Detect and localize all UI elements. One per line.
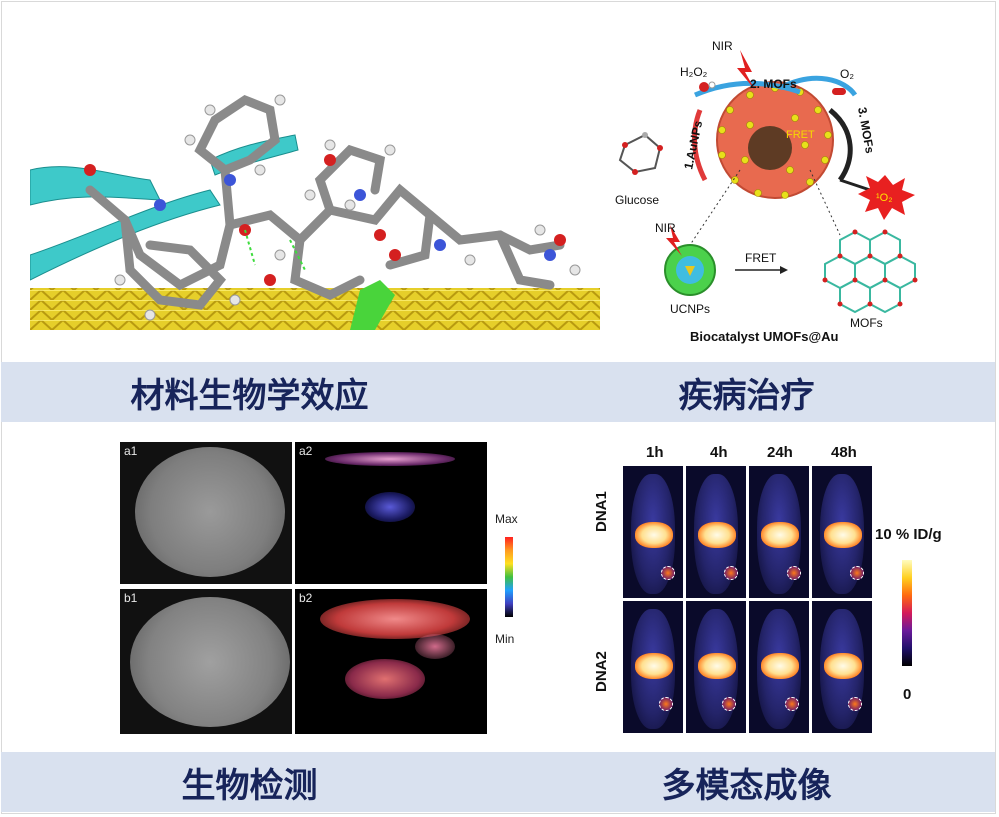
pet-image-tile <box>623 466 683 598</box>
mofs-label: MOFs <box>850 316 883 330</box>
ucnps-label: UCNPs <box>670 302 710 316</box>
banner-materials-bio-effect: 材料生物学效应 <box>1 362 498 422</box>
mofs-step3-label: 3. MOFs <box>855 106 877 155</box>
pet-tumor-marker <box>722 697 736 711</box>
tile-label-b1: b1 <box>124 591 138 605</box>
section-title-multimodal-imaging: 多模态成像 <box>661 765 832 806</box>
pet-image-tile <box>749 466 809 598</box>
pet-scale-min: 0 <box>903 686 912 703</box>
pet-tumor-marker <box>787 566 801 580</box>
tile-label-b2: b2 <box>299 591 313 605</box>
pet-tumor-marker <box>785 697 799 711</box>
umofs-au-diagram: NIR H₂O₂ 2. MOFs O₂ 1.AuNPs FRET 3. MOFs… <box>615 39 918 344</box>
ultrasound-tile-b1: b1 <box>120 589 292 734</box>
singlet-oxygen-label: ¹O₂ <box>876 192 893 204</box>
tile-label-a2: a2 <box>299 444 313 458</box>
molecular-model-panel <box>30 40 600 330</box>
ultrasound-tile-a1: a1 <box>120 442 292 584</box>
pet-tumor-marker <box>659 697 673 711</box>
pet-image-tile <box>686 466 746 598</box>
section-title-materials-bio-effect: 材料生物学效应 <box>130 375 369 416</box>
pet-row-label-dna1: DNA1 <box>595 491 610 532</box>
ultrasound-panel: a1 a2 b1 b2 Max Min <box>120 442 540 737</box>
pet-imaging-panel: DNA1 DNA2 1h 4h 24h 48h 10 % ID/g 0 <box>595 442 990 742</box>
pet-timepoint-1h: 1h <box>646 444 664 461</box>
pet-tumor-marker <box>724 566 738 580</box>
o2-label: O₂ <box>840 67 854 81</box>
banner-bio-detection: 生物检测 <box>1 752 498 812</box>
pet-tumor-marker <box>848 697 862 711</box>
banner-disease-therapy: 疾病治疗 <box>498 362 995 422</box>
pet-image-tile <box>686 601 746 733</box>
nir-left-label: NIR <box>655 221 676 235</box>
ultrasound-color-scale <box>505 537 513 617</box>
nir-top-label: NIR <box>712 39 733 53</box>
glucose-label: Glucose <box>615 193 659 207</box>
glucose-molecule-icon <box>618 132 663 175</box>
section-title-disease-therapy: 疾病治疗 <box>678 375 815 416</box>
fret-core-label: FRET <box>786 129 815 141</box>
pet-image-tile <box>749 601 809 733</box>
pet-image-tile <box>812 466 872 598</box>
ultrasound-scale-max: Max <box>495 512 518 526</box>
ultrasound-scale-min: Min <box>495 632 515 646</box>
singlet-oxygen-burst-icon <box>858 175 915 220</box>
tile-label-a1: a1 <box>124 444 138 458</box>
mof-lattice-icon <box>822 229 918 314</box>
mofs-step2-label: 2. MOFs <box>750 77 797 91</box>
pet-color-scale <box>902 560 912 666</box>
pet-timepoint-48h: 48h <box>831 444 857 461</box>
ultrasound-tile-b2: b2 <box>295 589 487 734</box>
pet-scale-max: 10 % ID/g <box>875 526 942 543</box>
pet-tumor-marker <box>661 566 675 580</box>
pet-tumor-marker <box>850 566 864 580</box>
aunps-step1-label: 1.AuNPs <box>681 119 705 170</box>
h2o2-label: H₂O₂ <box>680 65 708 79</box>
molecular-model-image <box>30 94 600 330</box>
pet-image-tile <box>623 601 683 733</box>
pet-timepoint-4h: 4h <box>710 444 728 461</box>
fret-arrow-label: FRET <box>745 251 777 265</box>
pet-image-tile <box>812 601 872 733</box>
therapy-diagram-panel: NIR H₂O₂ 2. MOFs O₂ 1.AuNPs FRET 3. MOFs… <box>600 30 990 350</box>
pet-timepoint-24h: 24h <box>767 444 793 461</box>
banner-multimodal-imaging: 多模态成像 <box>498 752 995 812</box>
pet-row-label-dna2: DNA2 <box>595 651 610 692</box>
ultrasound-tile-a2: a2 <box>295 442 487 584</box>
section-title-bio-detection: 生物检测 <box>181 765 318 806</box>
diagram-caption: Biocatalyst UMOFs@Au <box>690 329 839 344</box>
